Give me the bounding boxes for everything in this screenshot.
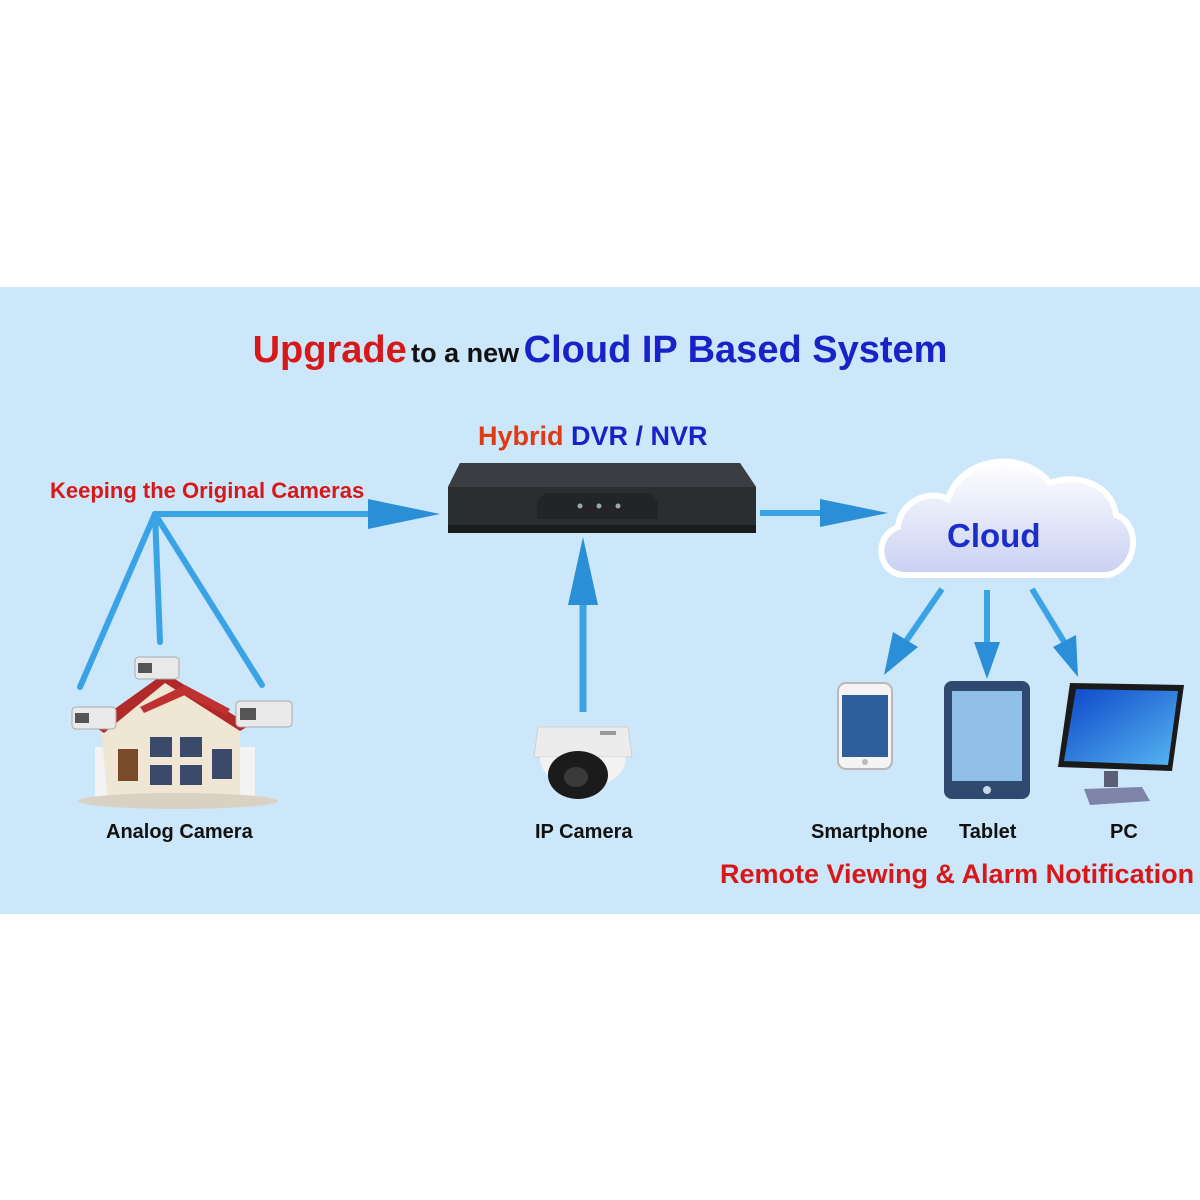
- recorder-label: Hybrid DVR / NVR: [478, 421, 708, 452]
- title-middle: to a new: [411, 338, 520, 368]
- house-with-cameras-icon: [71, 656, 293, 809]
- dvr-box-icon: [448, 463, 756, 533]
- monitor-icon: [1058, 683, 1184, 805]
- page-title: Upgrade to a new Cloud IP Based System: [0, 329, 1200, 372]
- title-upgrade: Upgrade: [252, 329, 407, 371]
- cloud-to-devices-arrows: [884, 587, 1078, 679]
- pc-label: PC: [1110, 821, 1138, 843]
- keeping-label: Keeping the Original Cameras: [50, 478, 365, 503]
- title-system: Cloud IP Based System: [523, 329, 948, 371]
- smartphone-label: Smartphone: [811, 821, 928, 843]
- smartphone-icon: [837, 682, 893, 770]
- cloud-icon: [878, 458, 1137, 578]
- tablet-label: Tablet: [959, 821, 1017, 843]
- diagram-graphics: [71, 458, 1184, 809]
- tablet-icon: [944, 681, 1030, 799]
- analog-camera-label: Analog Camera: [106, 821, 253, 843]
- recorder-hybrid: Hybrid: [478, 421, 564, 451]
- diagram-panel: Upgrade to a new Cloud IP Based System H…: [0, 287, 1200, 914]
- ip-camera-label: IP Camera: [535, 821, 633, 843]
- recorder-dvr: DVR / NVR: [571, 421, 708, 451]
- analog-arrow: [77, 499, 440, 690]
- remote-viewing-label: Remote Viewing & Alarm Notification: [720, 859, 1195, 889]
- ipcam-to-dvr-arrow: [568, 537, 598, 712]
- dvr-to-cloud-arrow: [760, 499, 888, 527]
- dome-camera-icon: [533, 726, 633, 799]
- cloud-label: Cloud: [947, 517, 1041, 554]
